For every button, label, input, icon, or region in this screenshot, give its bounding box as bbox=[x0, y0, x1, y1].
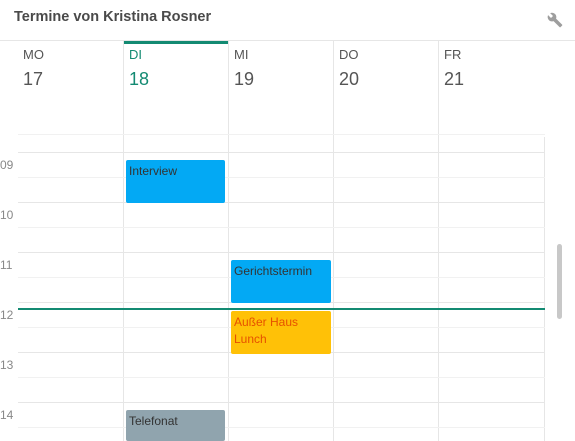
day-name: MI bbox=[234, 47, 249, 62]
event-title: Interview bbox=[129, 164, 178, 178]
day-column-do[interactable]: DO 20 bbox=[333, 41, 438, 137]
wrench-icon[interactable] bbox=[547, 12, 563, 28]
column-divider bbox=[228, 137, 229, 441]
event-subtitle: Lunch bbox=[234, 332, 267, 346]
day-column-mi[interactable]: MI 19 bbox=[228, 41, 333, 137]
half-hour-line bbox=[18, 134, 545, 135]
column-divider bbox=[438, 137, 439, 441]
day-name: DO bbox=[339, 47, 359, 62]
hour-line bbox=[18, 152, 545, 153]
hour-line bbox=[18, 252, 545, 253]
event-title: Telefonat bbox=[129, 414, 178, 428]
half-hour-line bbox=[18, 177, 545, 178]
weekday-header: MO 17 DI 18 MI 19 DO 20 FR 21 bbox=[18, 41, 545, 137]
day-number: 21 bbox=[444, 69, 465, 89]
column-divider bbox=[544, 137, 545, 441]
hour-label: 09 bbox=[0, 158, 14, 172]
event-ausser-haus[interactable]: Außer Haus Lunch bbox=[231, 311, 331, 354]
calendar-header: Termine von Kristina Rosner bbox=[0, 0, 575, 41]
page-title: Termine von Kristina Rosner bbox=[14, 9, 212, 25]
column-divider bbox=[123, 137, 124, 441]
scrollbar-track[interactable] bbox=[555, 41, 563, 441]
day-name: DI bbox=[129, 47, 142, 62]
day-name: MO bbox=[23, 47, 44, 62]
day-column-mo[interactable]: MO 17 bbox=[18, 41, 123, 137]
day-number: 19 bbox=[234, 69, 255, 89]
day-number: 20 bbox=[339, 69, 360, 89]
half-hour-line bbox=[18, 227, 545, 228]
active-day-indicator bbox=[124, 41, 229, 44]
event-gerichtstermin[interactable]: Gerichtstermin bbox=[231, 260, 331, 303]
half-hour-line bbox=[18, 427, 545, 428]
hour-label: 12 bbox=[0, 308, 14, 322]
event-interview[interactable]: Interview bbox=[126, 160, 225, 203]
hour-label: 14 bbox=[0, 408, 14, 422]
hour-label: 13 bbox=[0, 358, 14, 372]
day-column-fr[interactable]: FR 21 bbox=[438, 41, 543, 137]
day-number: 18 bbox=[129, 69, 150, 89]
hour-line bbox=[18, 202, 545, 203]
event-title: Gerichtstermin bbox=[234, 264, 313, 278]
hour-label: 10 bbox=[0, 208, 14, 222]
event-telefonat[interactable]: Telefonat bbox=[126, 410, 225, 441]
half-hour-line bbox=[18, 377, 545, 378]
day-name: FR bbox=[444, 47, 462, 62]
hour-label: 11 bbox=[0, 258, 13, 272]
event-title: Außer Haus bbox=[234, 315, 299, 329]
hour-line bbox=[18, 402, 545, 403]
day-number: 17 bbox=[23, 69, 44, 89]
current-time-indicator bbox=[18, 308, 545, 310]
scrollbar-thumb[interactable] bbox=[557, 244, 562, 319]
column-divider bbox=[333, 137, 334, 441]
day-column-di[interactable]: DI 18 bbox=[123, 41, 229, 137]
